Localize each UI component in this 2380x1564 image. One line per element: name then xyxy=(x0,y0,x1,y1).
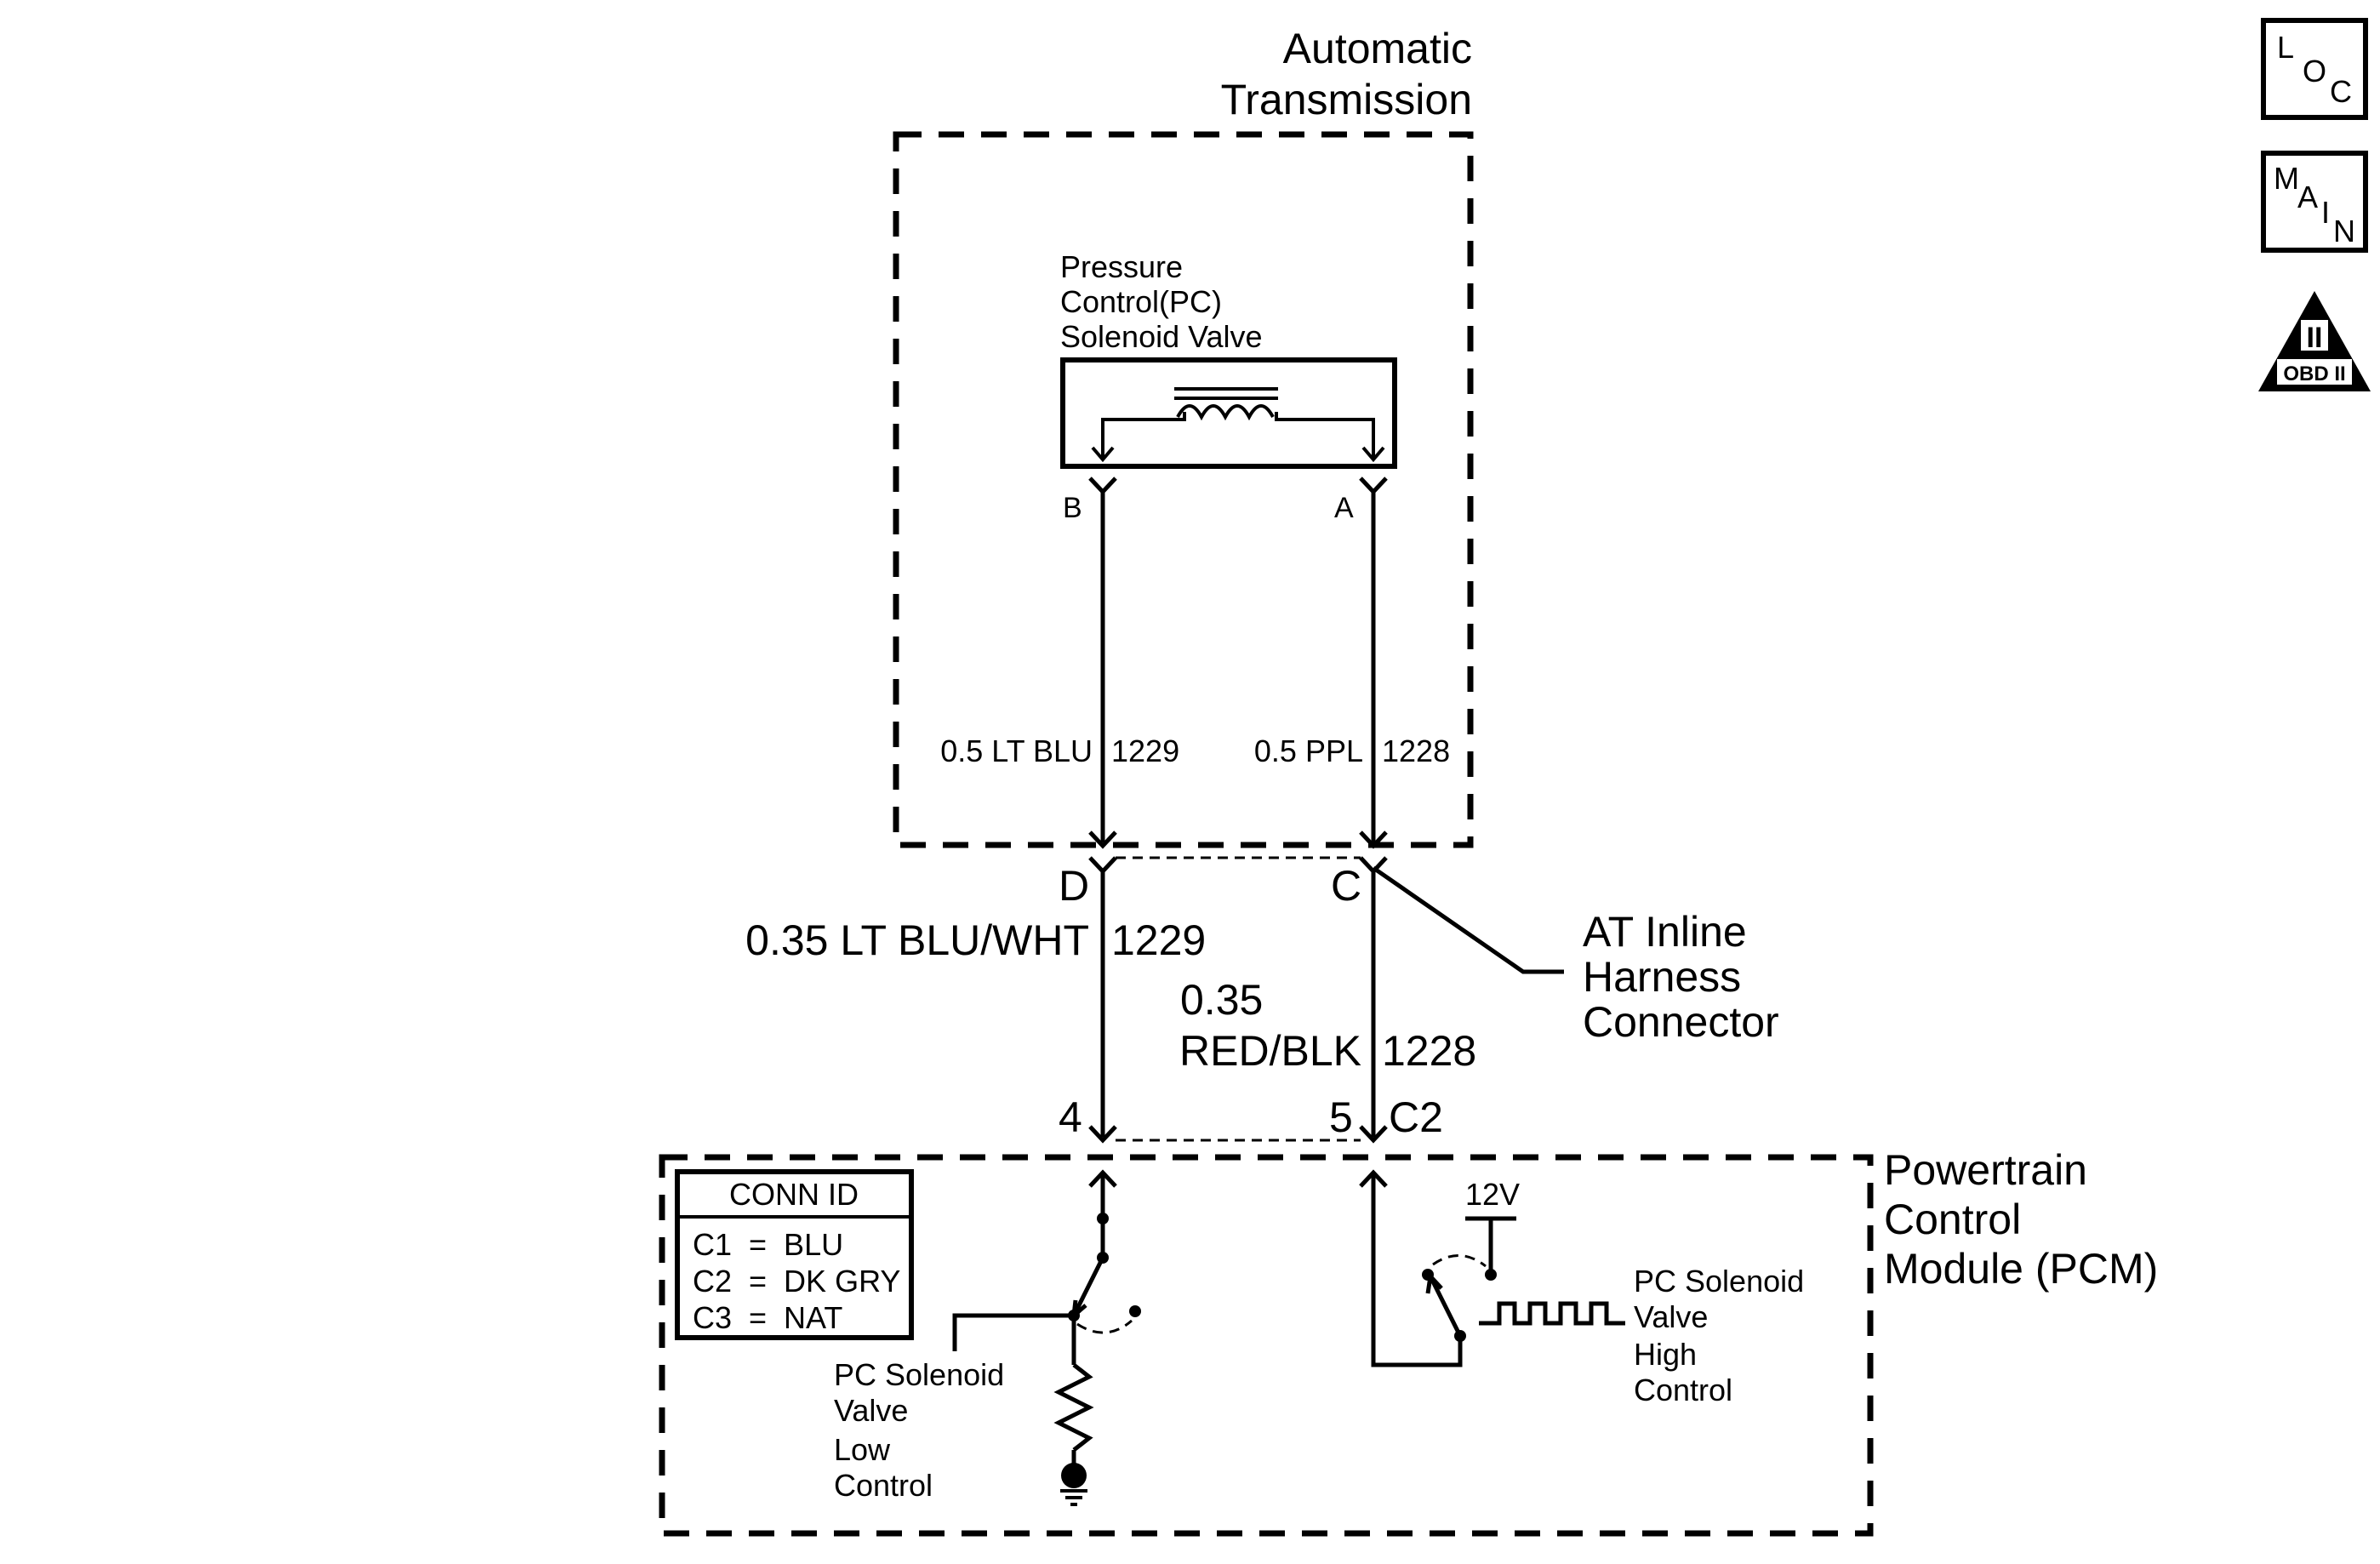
pcm-title-line2: Control xyxy=(1884,1196,2021,1243)
pin-d-connector-icon xyxy=(1088,856,1117,875)
wire-1228-arrow-icon xyxy=(1359,831,1388,849)
conn-id-row-c2: C2 = DK GRY xyxy=(693,1264,900,1299)
main-letter-n: N xyxy=(2333,214,2355,248)
transmission-title-line2: Transmission xyxy=(1221,76,1472,123)
outer-wires: 0.35 LT BLU/WHT 1229 0.35 RED/BLK 1228 xyxy=(745,871,1476,1137)
solenoid-label-line3: Solenoid Valve xyxy=(1060,319,1263,354)
pin-d-label: D xyxy=(1059,862,1089,910)
main-letter-m: M xyxy=(2274,161,2299,196)
obd-ii-button[interactable]: II OBD II xyxy=(2258,291,2371,391)
wire-1229-arrow-icon xyxy=(1088,831,1117,849)
loc-letter-l: L xyxy=(2277,30,2294,65)
conn-id-header: CONN ID xyxy=(729,1177,859,1212)
pcm-connector-c2: 4 5 C2 xyxy=(1059,1093,1443,1144)
loc-letter-c: C xyxy=(2330,74,2352,109)
solenoid-label-line2: Control(PC) xyxy=(1060,284,1222,319)
pin-a-connector-icon xyxy=(1359,477,1388,495)
wire-1228-inner-circuit: 1228 xyxy=(1382,733,1450,768)
low-control-label-line3: Low xyxy=(834,1432,891,1467)
pcm-boundary xyxy=(659,1154,1874,1537)
main-letter-a: A xyxy=(2297,180,2318,214)
connector-c2-label: C2 xyxy=(1389,1093,1443,1141)
pin-b-label: B xyxy=(1063,492,1082,524)
main-letter-i: I xyxy=(2321,195,2330,230)
pin-4-connector-icon xyxy=(1088,1125,1117,1144)
ground-node xyxy=(1061,1463,1087,1488)
pin-4-label: 4 xyxy=(1059,1093,1082,1141)
solenoid-coil-icon xyxy=(1176,404,1275,421)
pin-c-label: C xyxy=(1331,862,1361,910)
low-control-label-line4: Control xyxy=(834,1468,933,1503)
pc-solenoid-valve: Pressure Control(PC) Solenoid Valve B A xyxy=(1060,249,1397,524)
high-switch-node-open xyxy=(1422,1269,1434,1281)
conn-id-row-c1: C1 = BLU xyxy=(693,1227,843,1262)
high-control-wire xyxy=(1371,1174,1463,1367)
wire-1229-outer-color: 0.35 LT BLU/WHT xyxy=(745,916,1089,964)
solenoid-arrow-right-icon xyxy=(1361,446,1385,463)
high-control-label-line1: PC Solenoid xyxy=(1634,1264,1804,1299)
loc-icon[interactable] xyxy=(2261,18,2368,120)
conn-id-table: CONN ID C1 = BLU C2 = DK GRY C3 = NAT xyxy=(675,1169,914,1340)
conn-id-row-c3: C3 = NAT xyxy=(693,1300,842,1335)
high-control-label-line3: High xyxy=(1634,1337,1697,1372)
obd-ii-label: OBD II xyxy=(2283,362,2345,385)
high-control-circuit: 12V PC Solenoid Valve High Control xyxy=(1359,1169,1804,1407)
conn-id-frame xyxy=(675,1169,914,1340)
wire-1229-outer-circuit: 1229 xyxy=(1111,916,1206,964)
inner-wires: 0.5 LT BLU 1229 0.5 PPL 1228 xyxy=(940,492,1450,849)
supply-voltage-label: 12V xyxy=(1465,1177,1520,1212)
transmission-title-line1: Automatic xyxy=(1283,25,1472,72)
obd-ii-label-bg xyxy=(2277,359,2352,385)
obd-ii-roman: II xyxy=(2307,322,2323,354)
wire-1228-outer-circuit: 1228 xyxy=(1382,1027,1476,1075)
high-control-label-line2: Valve xyxy=(1634,1299,1708,1334)
low-switch-actuator-link xyxy=(1076,1319,1133,1334)
loc-button[interactable]: L O C xyxy=(2261,18,2368,120)
wire-1229-inner-circuit: 1229 xyxy=(1111,733,1179,768)
solenoid-arrow-left-icon xyxy=(1091,446,1115,463)
low-switch-node-alt xyxy=(1129,1305,1141,1317)
inline-connector-label-line3: Connector xyxy=(1583,998,1779,1046)
wire-1228-outer-color: RED/BLK xyxy=(1179,1027,1361,1075)
solenoid-internal-wire-left xyxy=(1101,412,1186,459)
pcm-title-line1: Powertrain xyxy=(1884,1146,2087,1194)
pin-5-connector-icon xyxy=(1359,1125,1388,1144)
low-control-label-line1: PC Solenoid xyxy=(834,1357,1004,1392)
pin-a-label: A xyxy=(1334,492,1354,524)
transmission-boundary xyxy=(893,131,1474,848)
main-button[interactable]: M A I N xyxy=(2261,151,2368,253)
solenoid-label-line1: Pressure xyxy=(1060,249,1183,284)
loc-letter-o: O xyxy=(2303,54,2326,88)
pwm-waveform-icon xyxy=(1479,1301,1625,1326)
high-switch-actuator-link xyxy=(1432,1254,1487,1268)
pcm-title-line3: Module (PCM) xyxy=(1884,1245,2158,1293)
obd-ii-roman-bg xyxy=(2301,320,2328,351)
wire-1228-outer-size: 0.35 xyxy=(1180,976,1263,1024)
low-control-tap-wire xyxy=(952,1313,1074,1351)
low-control-resistor-icon xyxy=(1053,1363,1094,1452)
pin-b-connector-icon xyxy=(1088,477,1117,495)
inline-connector-label-line1: AT Inline xyxy=(1583,908,1747,956)
inline-connector-label-line2: Harness xyxy=(1583,953,1741,1001)
pin-5-label: 5 xyxy=(1329,1093,1353,1141)
transmission-section: Automatic Transmission xyxy=(893,25,1474,848)
low-control-input-arrow-icon xyxy=(1088,1169,1117,1188)
high-control-input-arrow-icon xyxy=(1359,1169,1388,1188)
solenoid-internal-wire-right xyxy=(1275,412,1375,459)
wire-1229-inner-color: 0.5 LT BLU xyxy=(940,733,1093,768)
pcm-section: Powertrain Control Module (PCM) CONN ID … xyxy=(659,1146,2158,1537)
wire-1228-inner-color: 0.5 PPL xyxy=(1254,733,1363,768)
low-switch-blade xyxy=(1071,1256,1105,1317)
high-control-label-line4: Control xyxy=(1634,1373,1732,1407)
main-icon[interactable] xyxy=(2261,151,2368,253)
low-control-circuit: PC Solenoid Valve Low Control xyxy=(834,1169,1141,1506)
high-switch-blade xyxy=(1428,1275,1463,1338)
low-control-label-line2: Valve xyxy=(834,1393,908,1428)
solenoid-housing xyxy=(1060,357,1397,469)
inline-connector-leader xyxy=(1372,865,1564,974)
